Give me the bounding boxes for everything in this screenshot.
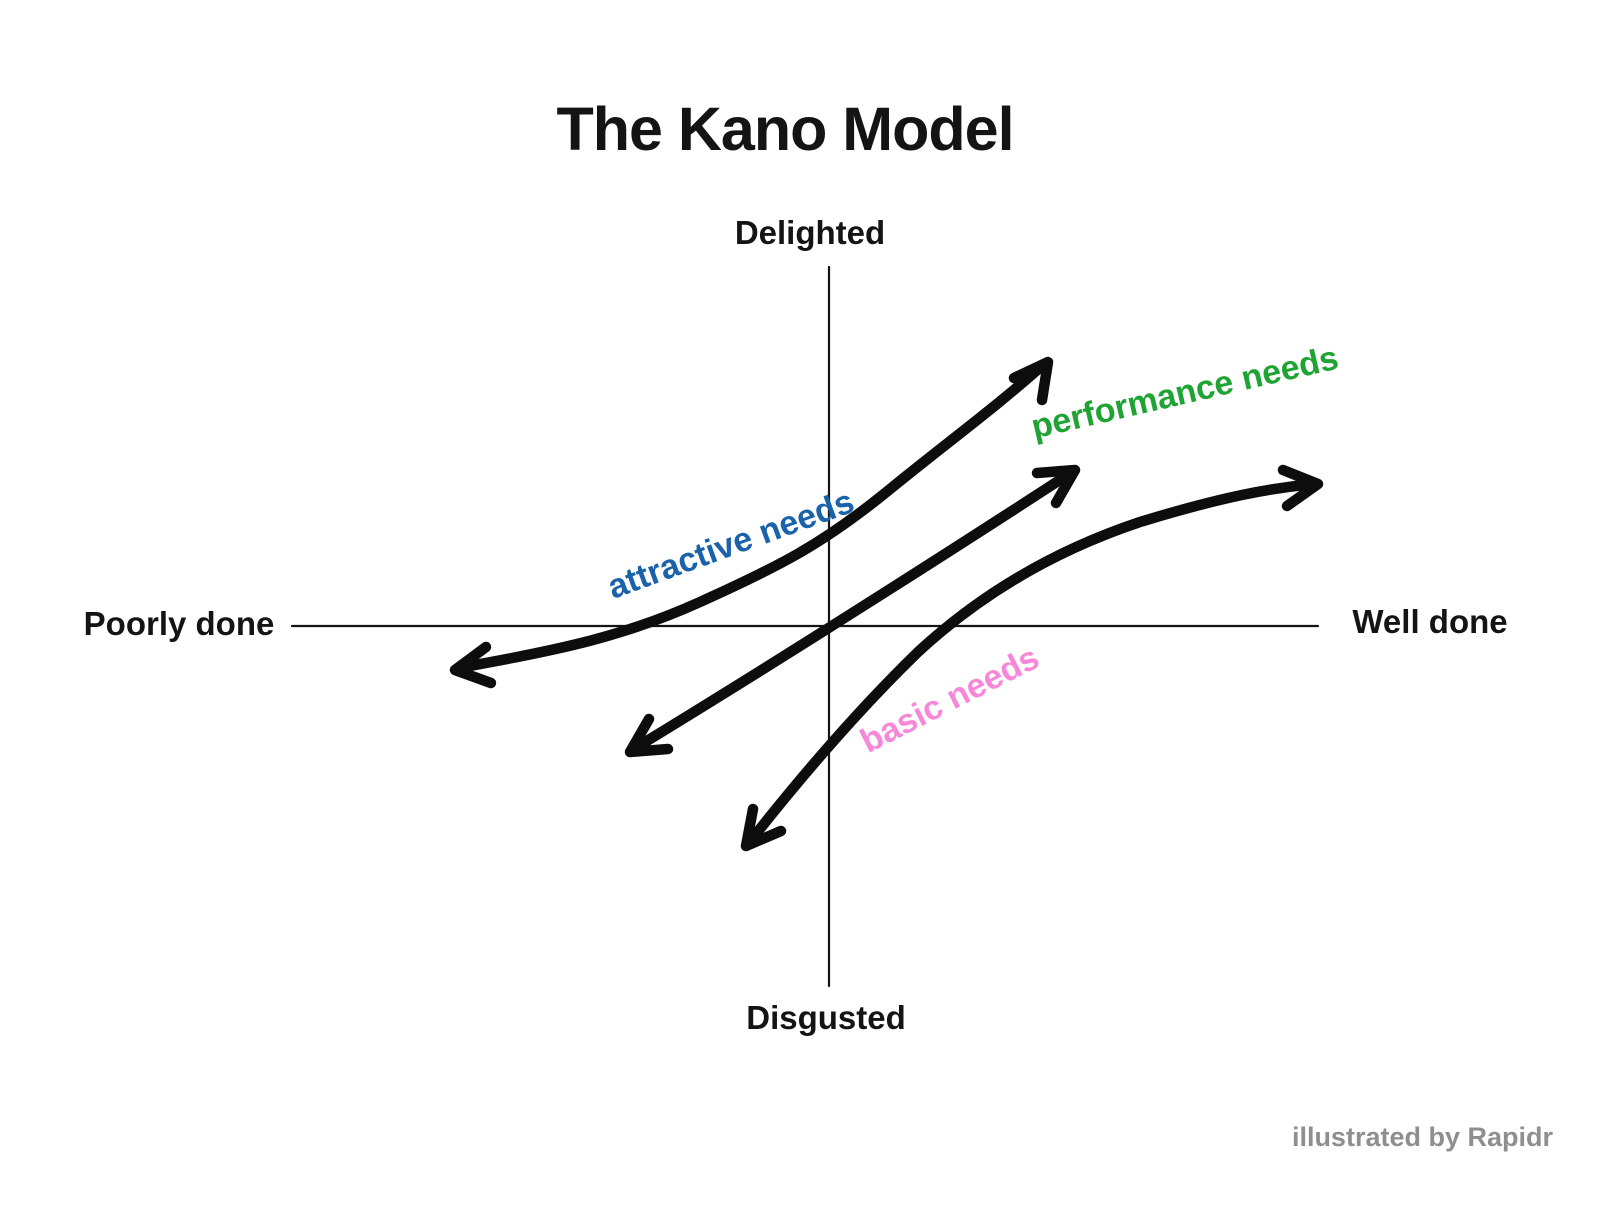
attractive-needs-arrowhead-left (449, 641, 497, 689)
basic-needs-arrowhead-right (1277, 464, 1324, 512)
axis-label-delighted: Delighted (734, 214, 886, 251)
diagram-title: The Kano Model (556, 95, 1014, 163)
axis-label-disgusted: Disgusted (746, 999, 906, 1036)
basic-needs-arrowhead-bottom (740, 803, 787, 852)
performance-needs-curve (626, 466, 1078, 756)
axis-label-poorly-done: Poorly done (83, 605, 275, 642)
curves-group (449, 356, 1324, 852)
performance-needs-arrowhead-bottom (624, 713, 674, 758)
basic-needs-curve (742, 478, 1320, 850)
attractive-needs-arrowhead-top (1008, 356, 1054, 406)
axis-label-well-done: Well done (1352, 603, 1508, 640)
performance-needs-arrowhead-top (1031, 464, 1081, 509)
credit-text: illustrated by Rapidr (1291, 1122, 1553, 1152)
attractive-needs-curve (452, 358, 1050, 674)
axes-group (290, 265, 1320, 988)
